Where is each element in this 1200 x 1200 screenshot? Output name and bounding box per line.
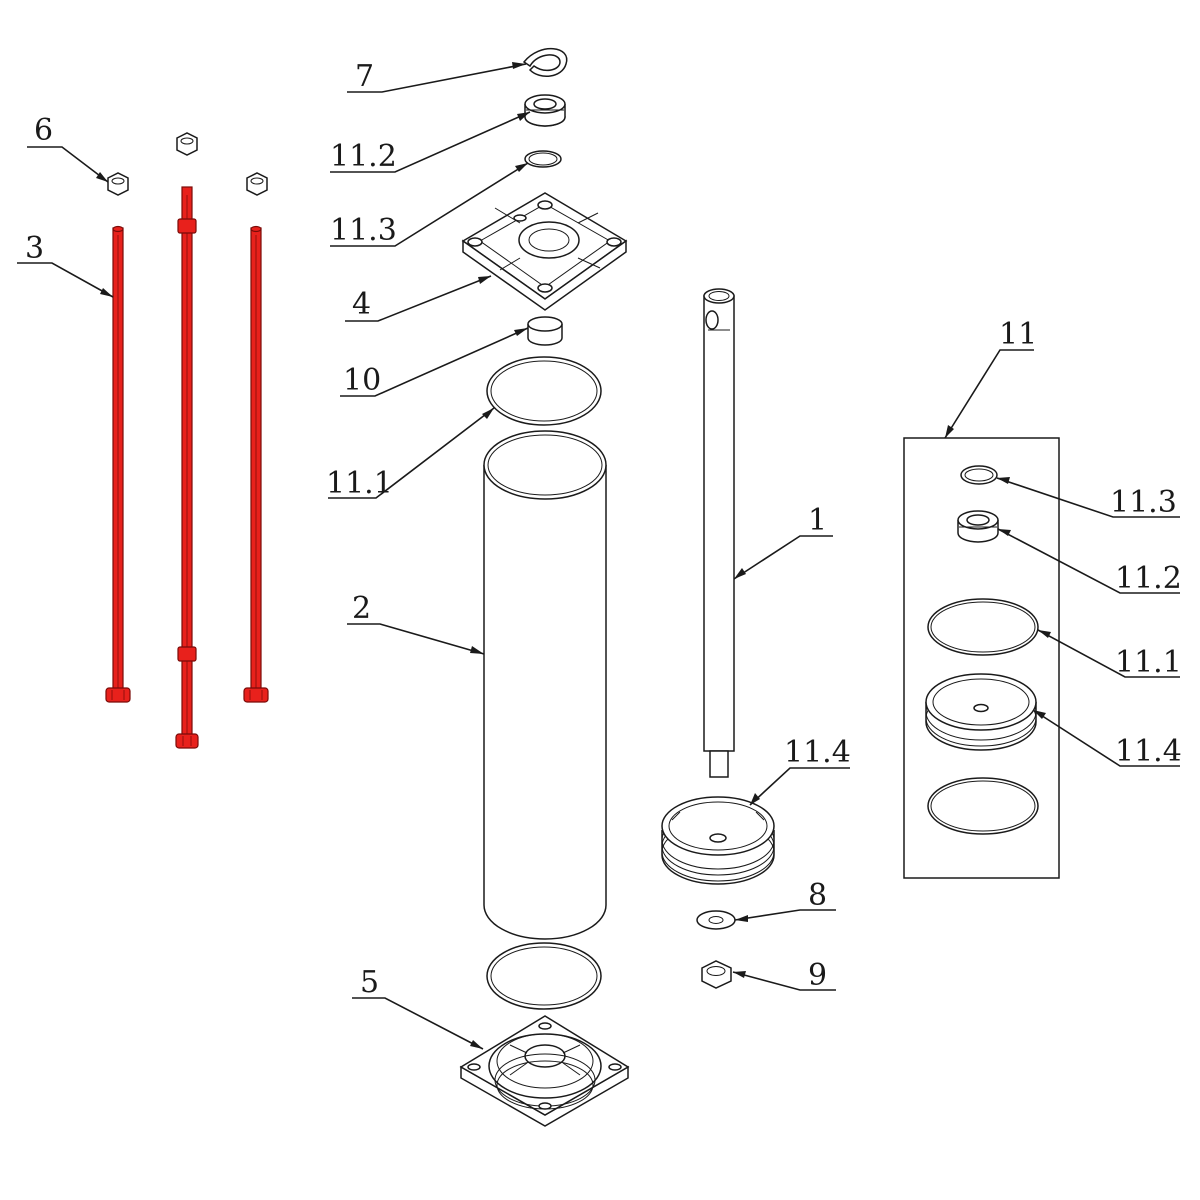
label-kit-11-3: 11.3 (1110, 485, 1177, 520)
nut-middle (176, 132, 198, 156)
piston-rod (703, 288, 735, 778)
base-cap (459, 1015, 630, 1127)
label-11: 11 (999, 317, 1037, 352)
o-ring-bottom (486, 942, 602, 1010)
kit-rod-seal (957, 510, 999, 543)
head-cap (461, 192, 628, 311)
kit-wiper-ring (960, 465, 998, 485)
kit-o-ring (927, 598, 1039, 656)
label-4: 4 (352, 287, 371, 322)
label-1: 1 (808, 503, 827, 538)
label-11-3: 11.3 (330, 213, 397, 248)
snap-ring (522, 47, 568, 77)
arrowheads (96, 62, 1051, 1049)
label-9: 9 (808, 958, 827, 993)
rod-seal (524, 94, 566, 127)
wiper-ring (524, 150, 562, 168)
label-5: 5 (360, 965, 379, 1000)
label-10: 10 (343, 363, 381, 398)
kit-o-ring-lower (927, 777, 1039, 835)
label-kit-11-2: 11.2 (1115, 561, 1182, 596)
leader-lines (17, 63, 1180, 1050)
label-3: 3 (25, 231, 44, 266)
tie-rod-middle (175, 186, 199, 749)
label-2: 2 (352, 591, 371, 626)
label-11-1: 11.1 (326, 466, 393, 501)
nut-right (246, 172, 268, 196)
label-6: 6 (34, 113, 53, 148)
bushing (527, 316, 563, 346)
piston (661, 796, 775, 885)
label-kit-11-4: 11.4 (1115, 734, 1182, 769)
piston-nut (701, 960, 732, 989)
washer (696, 910, 736, 930)
cylinder-tube (483, 430, 607, 940)
o-ring-top (486, 356, 602, 426)
label-11-2: 11.2 (330, 139, 397, 174)
label-7: 7 (355, 59, 374, 94)
tie-rod-left (105, 225, 131, 703)
nut-left (107, 172, 129, 196)
label-8: 8 (808, 878, 827, 913)
label-kit-11-1: 11.1 (1115, 645, 1182, 680)
tie-rod-right (243, 225, 269, 703)
label-11-4: 11.4 (784, 735, 851, 770)
kit-piston (925, 673, 1037, 751)
